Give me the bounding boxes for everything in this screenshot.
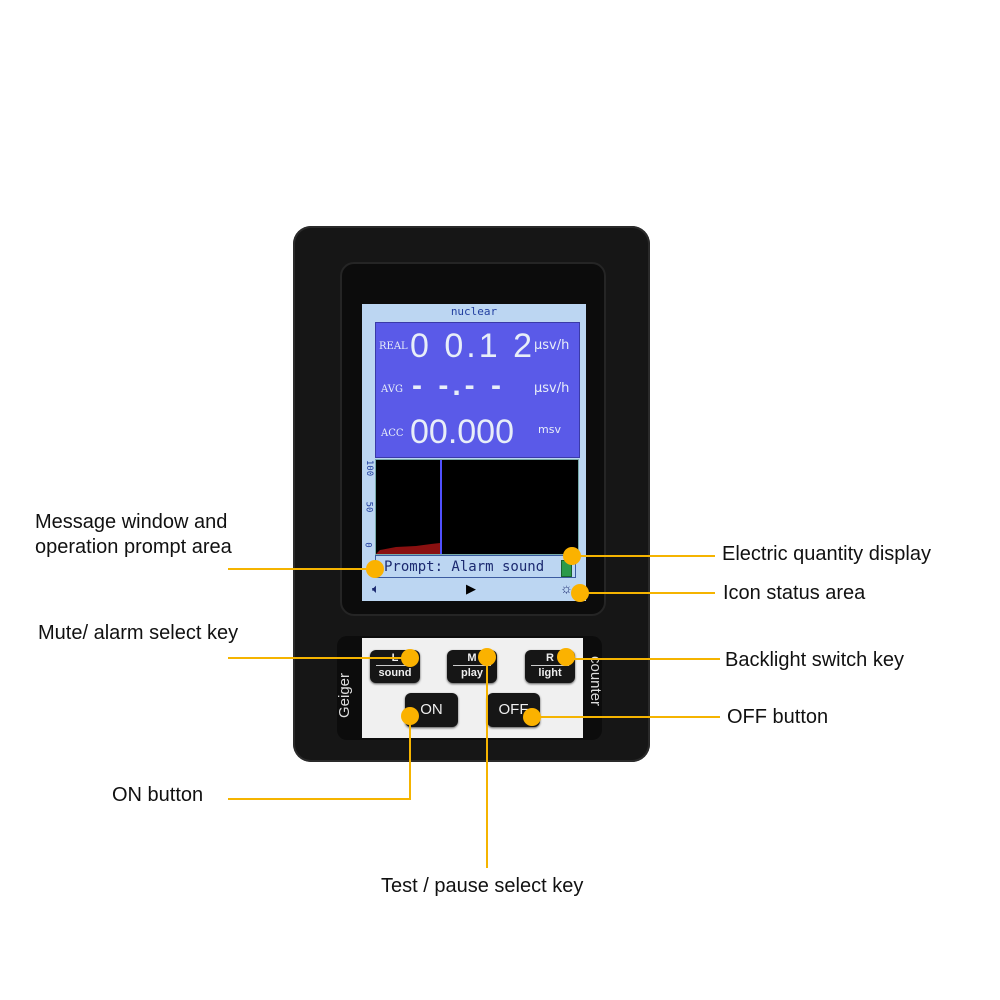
callout-dot (571, 584, 589, 602)
caption-test: Test / pause select key (381, 875, 584, 897)
brightness-icon[interactable]: ☼ (560, 580, 573, 596)
callout-dot (563, 547, 581, 565)
graph-tick-100: 100 (364, 459, 375, 477)
real-unit: µsv/h (534, 338, 570, 353)
callout-line-backlight (566, 658, 720, 660)
key-bottom-label: sound (378, 667, 412, 679)
real-label: REAL (379, 341, 408, 352)
caption-message-window: Message window and operation prompt area (35, 510, 232, 560)
callout-line-test (486, 657, 488, 868)
caption-icon-status: Icon status area (723, 582, 866, 604)
graph-tick-0: 0 (362, 542, 373, 548)
avg-label: AVG (381, 384, 403, 395)
callout-line-on-vertical (409, 716, 411, 800)
prompt-bar: Prompt: Alarm sound (375, 555, 576, 578)
callout-line-message (228, 568, 375, 570)
screen-title: nuclear (450, 305, 498, 318)
radiation-graph (375, 459, 579, 555)
key-bottom-label: light (538, 667, 562, 679)
callout-line-electric (572, 555, 715, 557)
caption-line: operation prompt area (35, 536, 232, 558)
caption-electric: Electric quantity display (722, 543, 931, 565)
avg-unit: µsv/h (534, 381, 570, 396)
play-icon[interactable]: ▶ (466, 581, 476, 596)
callout-dot (401, 649, 419, 667)
readings-panel: REAL 0 0.1 2 µsv/h AVG - -.- - µsv/h ACC… (375, 322, 580, 458)
graph-area (376, 543, 440, 554)
caption-mute: Mute/ alarm select key (38, 622, 239, 644)
caption-line: Message window and (35, 511, 228, 533)
callout-dot (523, 708, 541, 726)
avg-value: - -.- - (412, 369, 505, 402)
callout-line-icon-status (580, 592, 715, 594)
real-value: 0 0.1 2 (410, 327, 535, 365)
callout-dot (557, 648, 575, 666)
speaker-icon[interactable]: 🔈︎ (372, 581, 380, 596)
caption-off: OFF button (727, 706, 829, 728)
callout-dot (366, 560, 384, 578)
key-bottom-label: play (460, 667, 483, 679)
callout-dot (401, 707, 419, 725)
geiger-label: Geiger (336, 672, 353, 718)
lcd-screen: nuclear REAL 0 0.1 2 µsv/h AVG - -.- - µ… (362, 304, 586, 601)
callout-line-off (532, 716, 720, 718)
graph-plot (376, 460, 442, 554)
counter-label: counter (587, 656, 604, 707)
caption-on: ON button (112, 784, 204, 806)
graph-tick-50: 50 (363, 501, 374, 513)
callout-dot (478, 648, 496, 666)
key-top-label: M (453, 652, 491, 666)
acc-value: 00.000 (410, 413, 514, 451)
key-top-label: R (531, 652, 569, 666)
acc-unit: msv (538, 423, 561, 436)
acc-label: ACC (381, 428, 404, 439)
prompt-text: Prompt: Alarm sound (384, 559, 545, 575)
caption-backlight: Backlight switch key (725, 649, 904, 671)
callout-line-on (228, 798, 411, 800)
callout-line-mute (228, 657, 410, 659)
